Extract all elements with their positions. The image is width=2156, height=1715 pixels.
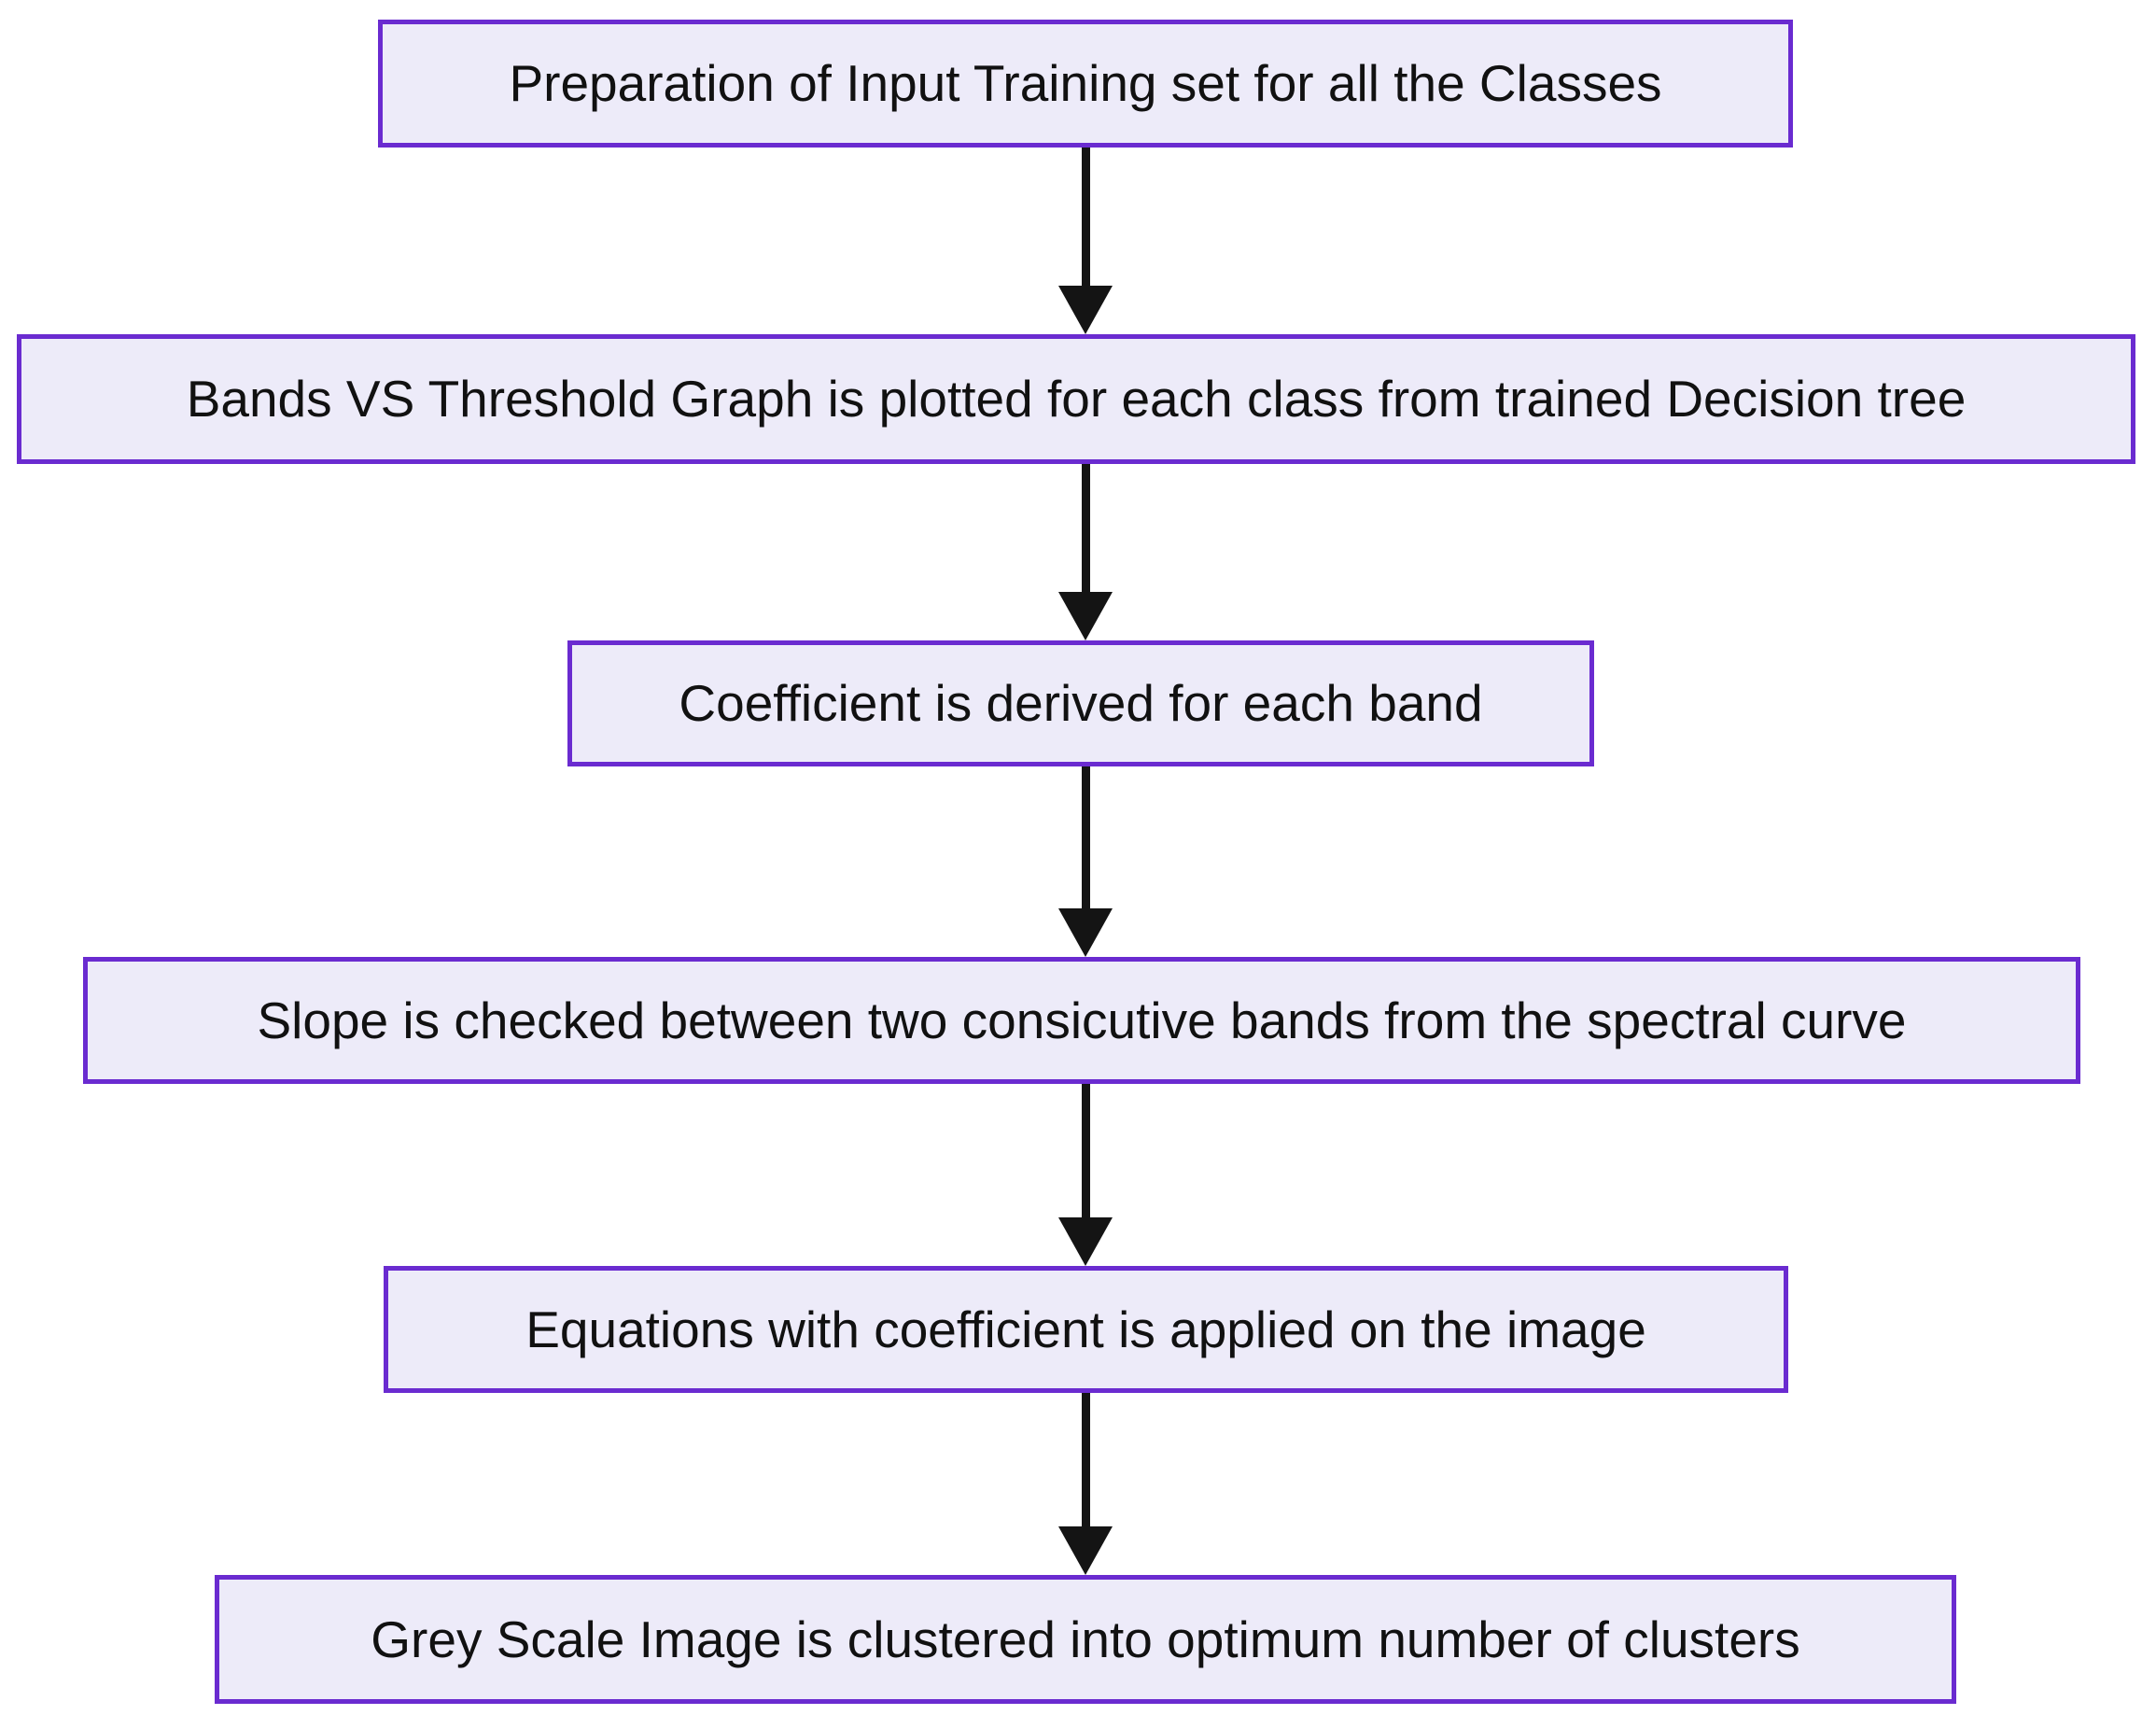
flow-node-step-2: Bands VS Threshold Graph is plotted for … xyxy=(17,334,2135,464)
arrow-head-icon xyxy=(1058,908,1113,957)
flow-node-step-5-label: Equations with coefficient is applied on… xyxy=(525,1300,1646,1358)
arrow-line xyxy=(1082,1084,1090,1224)
flow-node-step-4-label: Slope is checked between two consicutive… xyxy=(257,991,1907,1049)
flow-node-step-2-label: Bands VS Threshold Graph is plotted for … xyxy=(186,370,1967,429)
flow-arrow-step-4-to-step-5 xyxy=(1058,1084,1113,1266)
flow-node-step-6: Grey Scale Image is clustered into optim… xyxy=(215,1575,1956,1704)
flow-node-step-3: Coefficient is derived for each band xyxy=(567,640,1594,766)
arrow-head-icon xyxy=(1058,592,1113,640)
flow-node-step-4: Slope is checked between two consicutive… xyxy=(83,957,2080,1084)
arrow-line xyxy=(1082,464,1090,598)
flow-node-step-3-label: Coefficient is derived for each band xyxy=(679,674,1483,733)
flow-node-step-1-label: Preparation of Input Training set for al… xyxy=(509,54,1662,113)
arrow-head-icon xyxy=(1058,1526,1113,1575)
flow-arrow-step-5-to-step-6 xyxy=(1058,1393,1113,1575)
arrow-line xyxy=(1082,766,1090,915)
flow-node-step-6-label: Grey Scale Image is clustered into optim… xyxy=(371,1610,1800,1668)
arrow-head-icon xyxy=(1058,286,1113,334)
flow-arrow-step-3-to-step-4 xyxy=(1058,766,1113,957)
flow-node-step-1: Preparation of Input Training set for al… xyxy=(378,20,1793,148)
flow-arrow-step-1-to-step-2 xyxy=(1058,148,1113,334)
arrow-head-icon xyxy=(1058,1217,1113,1266)
flow-arrow-step-2-to-step-3 xyxy=(1058,464,1113,640)
flow-node-step-5: Equations with coefficient is applied on… xyxy=(384,1266,1788,1393)
arrow-line xyxy=(1082,148,1090,292)
arrow-line xyxy=(1082,1393,1090,1533)
